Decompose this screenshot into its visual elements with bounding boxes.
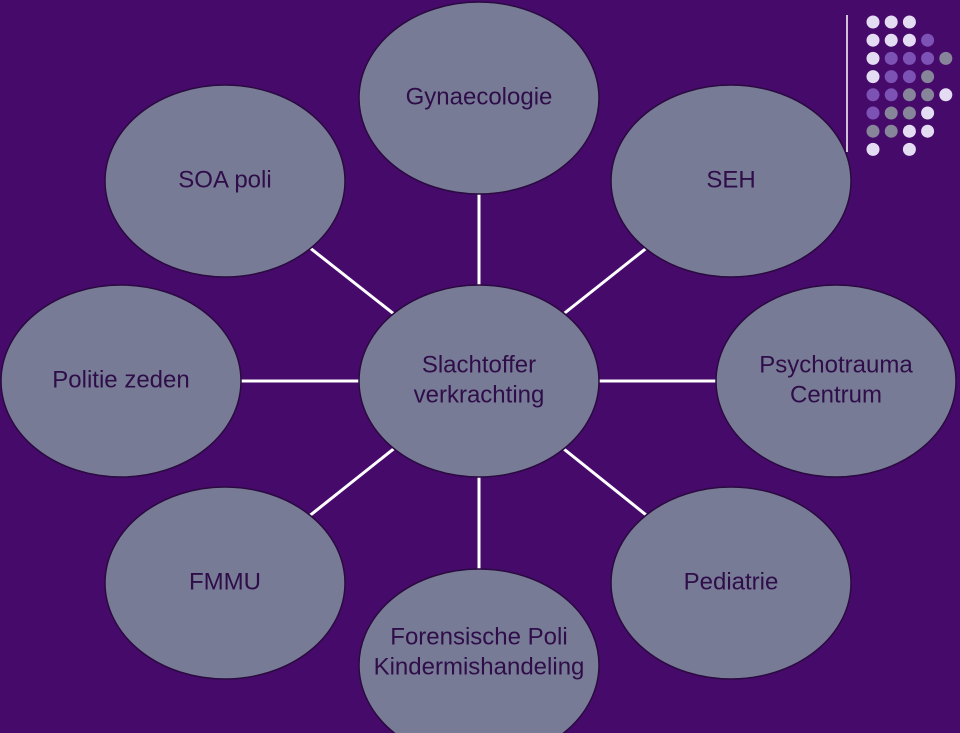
decorative-dot [866, 33, 880, 47]
decorative-dot [921, 51, 935, 65]
node-soa-poli-shape [104, 84, 346, 278]
node-forensische-poli-label: Forensische Poli [390, 623, 567, 650]
decorative-dot [884, 88, 898, 102]
node-fmmu-shape [104, 486, 346, 680]
decorative-dot [902, 124, 916, 138]
decorative-dot [939, 88, 953, 102]
node-psychotrauma-centrum-label: Psychotrauma [759, 351, 913, 378]
decorative-dot [866, 15, 880, 29]
node-politie-zeden: Politie zeden [0, 284, 242, 478]
decorative-dot [884, 33, 898, 47]
decorative-dot [866, 106, 880, 120]
node-politie-zeden-shape [0, 284, 242, 478]
decorative-dot [939, 51, 953, 65]
decorative-dot [921, 70, 935, 84]
decorative-dot [921, 88, 935, 102]
decorative-dot [866, 88, 880, 102]
decorative-dot [884, 124, 898, 138]
node-pediatrie-shape [610, 486, 852, 680]
node-psychotrauma-centrum-shape [715, 284, 957, 478]
decorative-dot [921, 33, 935, 47]
node-soa-poli: SOA poli [104, 84, 346, 278]
node-seh: SEH [610, 84, 852, 278]
node-slachtoffer-verkrachting-shape [358, 284, 600, 478]
decorative-dot [884, 70, 898, 84]
node-slachtoffer-verkrachting-label: verkrachting [414, 381, 545, 408]
decorative-dot [902, 106, 916, 120]
decorative-dot [884, 106, 898, 120]
decorative-dot [866, 51, 880, 65]
node-slachtoffer-verkrachting: Slachtoffer verkrachting [358, 284, 600, 478]
decorative-dot [921, 124, 935, 138]
decorative-dot [902, 33, 916, 47]
decorative-dot [902, 142, 916, 156]
node-forensische-poli-label: Kindermishandeling [374, 653, 585, 680]
decorative-dot [921, 106, 935, 120]
decorative-dot-grid [846, 15, 953, 156]
node-gynaecologie-shape [358, 1, 600, 195]
node-seh-shape [610, 84, 852, 278]
node-gynaecologie: Gynaecologie [358, 1, 600, 195]
node-politie-zeden-label: Politie zeden [52, 366, 189, 393]
node-fmmu-label: FMMU [189, 568, 261, 595]
node-fmmu: FMMU [104, 486, 346, 680]
decorative-dot [902, 51, 916, 65]
node-gynaecologie-label: Gynaecologie [406, 83, 553, 110]
decorative-dot [902, 70, 916, 84]
node-forensische-poli-shape [358, 568, 600, 733]
node-psychotrauma-centrum-label: Centrum [790, 381, 882, 408]
decorative-dot [866, 124, 880, 138]
node-seh-label: SEH [706, 166, 755, 193]
decorative-dot [884, 51, 898, 65]
node-slachtoffer-verkrachting-label: Slachtoffer [422, 351, 536, 378]
node-pediatrie-label: Pediatrie [684, 568, 779, 595]
decorative-dot [866, 70, 880, 84]
node-pediatrie: Pediatrie [610, 486, 852, 680]
node-soa-poli-label: SOA poli [178, 166, 271, 193]
decorative-dot [866, 142, 880, 156]
decorative-dot [884, 15, 898, 29]
decorative-dot [902, 15, 916, 29]
decorative-dot [902, 88, 916, 102]
